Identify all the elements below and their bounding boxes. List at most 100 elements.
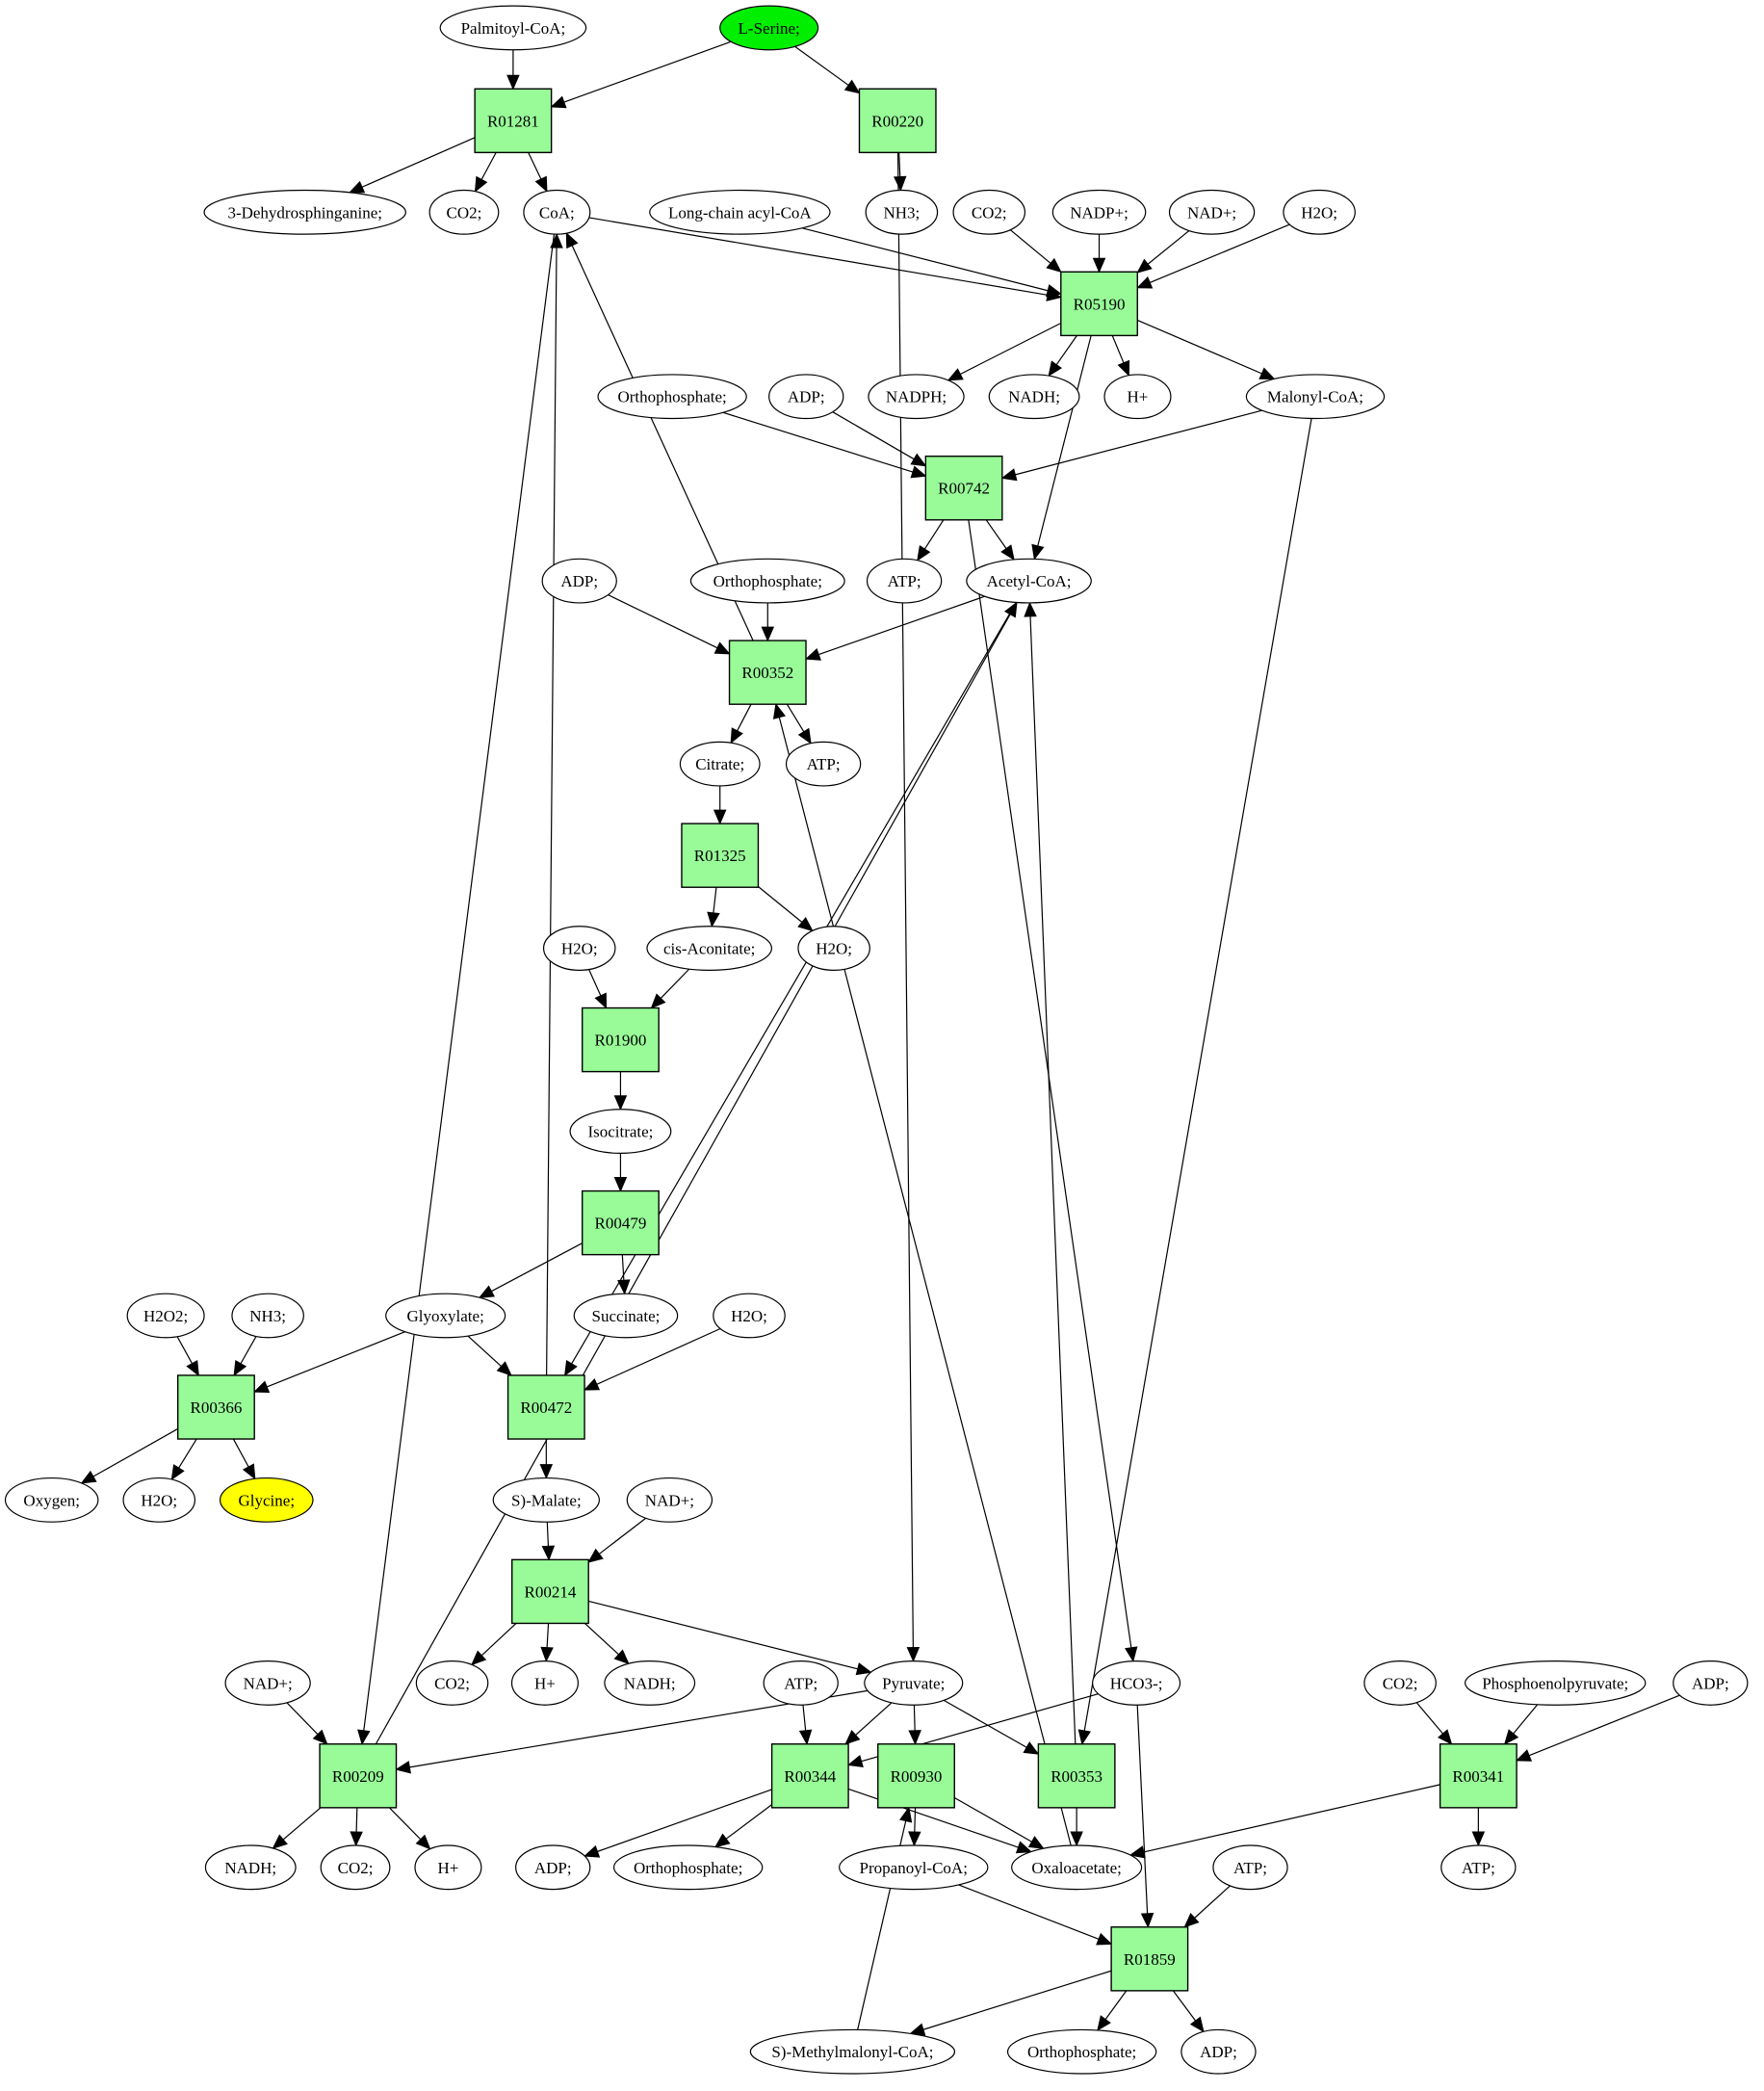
node-label: R01859 [1124,1950,1176,1969]
compound-node-h2o_c[interactable]: H2O; [797,926,870,971]
reaction-node-R01859[interactable]: R01859 [1110,1926,1189,1992]
compound-node-pep[interactable]: Phosphoenolpyruvate; [1464,1660,1647,1706]
compound-node-methylmalonyl[interactable]: S)-Methylmalonyl-CoA; [749,2028,956,2075]
compound-node-propanoyl[interactable]: Propanoyl-CoA; [839,1844,989,1891]
reaction-box [581,1189,660,1256]
compound-node-longchain[interactable]: Long-chain acyl-CoA [649,189,831,235]
compound-node-isocitrate[interactable]: Isocitrate; [569,1109,672,1154]
compound-node-hplus_b[interactable]: H+ [510,1660,579,1706]
compound-node-atp_e[interactable]: ATP; [1440,1844,1517,1891]
edge-R00209-to-nadh_c [282,1807,322,1841]
arrowhead-icon [395,1761,411,1774]
compound-node-adp_e[interactable]: ADP; [1180,2028,1257,2075]
compound-node-adp_a[interactable]: ADP; [768,374,844,420]
node-label: CO2; [447,203,482,222]
compound-node-atp_a[interactable]: ATP; [866,558,943,604]
edge-R01325-to-cisacon [713,887,717,913]
reaction-node-R00366[interactable]: R00366 [177,1374,255,1440]
compound-node-glyoxylate[interactable]: Glyoxylate; [385,1293,506,1339]
compound-node-nadh_c[interactable]: NADH; [204,1844,297,1891]
compound-node-hplus_c[interactable]: H+ [414,1844,482,1891]
compound-node-adp_d[interactable]: ADP; [515,1844,591,1891]
compound-node-nh3_b[interactable]: NH3; [231,1293,304,1339]
reaction-node-R00220[interactable]: R00220 [858,88,937,154]
node-label: Citrate; [695,755,744,773]
arrowhead-icon [910,465,927,479]
compound-node-co2_d[interactable]: CO2; [1363,1660,1437,1706]
compound-ellipse [126,1293,205,1339]
compound-ellipse [1168,189,1256,235]
compound-node-nad_a[interactable]: NAD+; [1168,189,1256,235]
compound-node-hco3[interactable]: HCO3-; [1092,1660,1181,1706]
compound-node-oxygen[interactable]: Oxygen; [4,1477,99,1523]
reaction-node-R00479[interactable]: R00479 [581,1189,660,1256]
compound-node-dehydrosphinganine[interactable]: 3-Dehydrosphinganine; [203,189,406,235]
compound-node-co2_b[interactable]: CO2; [952,189,1026,235]
compound-node-co2_a[interactable]: CO2; [428,189,500,235]
compound-node-succinate[interactable]: Succinate; [573,1293,679,1339]
compound-node-h2o_a[interactable]: H2O; [1283,189,1356,235]
compound-node-l_serine[interactable]: L-Serine; [719,5,819,51]
edge-glyoxylate-to-R00472 [467,1335,502,1367]
compound-node-citrate[interactable]: Citrate; [679,741,761,787]
compound-node-nh3_a[interactable]: NH3; [865,189,939,235]
compound-node-glycine[interactable]: Glycine; [219,1477,314,1523]
compound-node-nadph[interactable]: NADPH; [868,374,965,420]
arrowhead-icon [539,1464,554,1479]
compound-node-acetyl[interactable]: Acetyl-CoA; [966,558,1092,604]
compound-ellipse [415,1660,489,1706]
compound-node-nad_c[interactable]: NAD+; [224,1660,311,1706]
edge-R01859-to-adp_e [1172,1990,1197,2022]
reaction-node-R00353[interactable]: R00353 [1037,1743,1116,1809]
compound-node-atp_d[interactable]: ATP; [1212,1844,1288,1891]
reaction-node-R01900[interactable]: R01900 [581,1006,660,1073]
reaction-node-R00352[interactable]: R00352 [728,640,807,705]
reaction-node-R00214[interactable]: R00214 [511,1558,589,1625]
compound-node-nadp[interactable]: NADP+; [1051,189,1147,235]
compound-node-h2o_e[interactable]: H2O; [122,1477,196,1523]
compound-node-oxaloacetate[interactable]: Oxaloacetate; [1011,1844,1143,1891]
compound-node-coa[interactable]: CoA; [523,189,591,235]
compound-node-nadh_a[interactable]: NADH; [988,374,1080,420]
compound-node-malonyl[interactable]: Malonyl-CoA; [1245,374,1386,420]
compound-node-adp_c[interactable]: ADP; [1673,1660,1749,1706]
compound-node-nadh_b[interactable]: NADH; [604,1660,696,1706]
compound-node-atp_c[interactable]: ATP; [763,1660,839,1706]
compound-ellipse [439,5,587,51]
reaction-node-R00472[interactable]: R00472 [506,1374,585,1440]
compound-node-ortho_b[interactable]: Orthophosphate; [689,558,845,604]
edge-oxaloacetate-to-R00352 [778,717,1072,1846]
compound-node-atp_b[interactable]: ATP; [785,741,862,787]
compound-node-adp_b[interactable]: ADP; [541,558,617,604]
reaction-node-R00344[interactable]: R00344 [770,1743,849,1809]
compound-node-palmitoyl_coa[interactable]: Palmitoyl-CoA; [439,5,587,51]
compound-node-ortho_c[interactable]: Orthophosphate; [612,1844,764,1891]
compound-node-co2_c[interactable]: CO2; [415,1660,489,1706]
compound-node-nad_b[interactable]: NAD+; [626,1477,713,1523]
compound-ellipse [988,374,1080,420]
edge-R00220-to-nh3_a [898,152,901,177]
reaction-node-R00209[interactable]: R00209 [319,1743,398,1809]
compound-node-co2_e[interactable]: CO2; [320,1844,391,1891]
compound-node-malate[interactable]: S)-Malate; [492,1477,601,1523]
reaction-node-R00742[interactable]: R00742 [924,455,1003,521]
compound-node-hplus_a[interactable]: H+ [1103,374,1172,420]
node-label: R00220 [871,112,923,130]
compound-node-cisacon[interactable]: cis-Aconitate; [646,926,773,971]
reaction-node-R00930[interactable]: R00930 [877,1743,955,1809]
compound-ellipse [523,189,591,235]
reaction-node-R05190[interactable]: R05190 [1060,271,1138,337]
compound-node-h2o2[interactable]: H2O2; [126,1293,205,1339]
reaction-node-R01281[interactable]: R01281 [474,88,553,154]
compound-node-ortho_d[interactable]: Orthophosphate; [1006,2028,1157,2075]
compound-node-h2o_b[interactable]: H2O; [542,926,616,971]
compound-node-h2o_d[interactable]: H2O; [713,1293,786,1339]
target-compound-ellipse [219,1477,314,1523]
node-label: ATP; [1233,1859,1267,1877]
reaction-node-R00341[interactable]: R00341 [1439,1743,1518,1809]
arrowhead-icon [349,180,366,194]
arrowhead-icon [233,1360,247,1377]
compound-node-ortho_a[interactable]: Orthophosphate; [597,374,747,420]
reaction-node-R01325[interactable]: R01325 [681,823,760,888]
compound-node-pyruvate[interactable]: Pyruvate; [864,1660,964,1706]
